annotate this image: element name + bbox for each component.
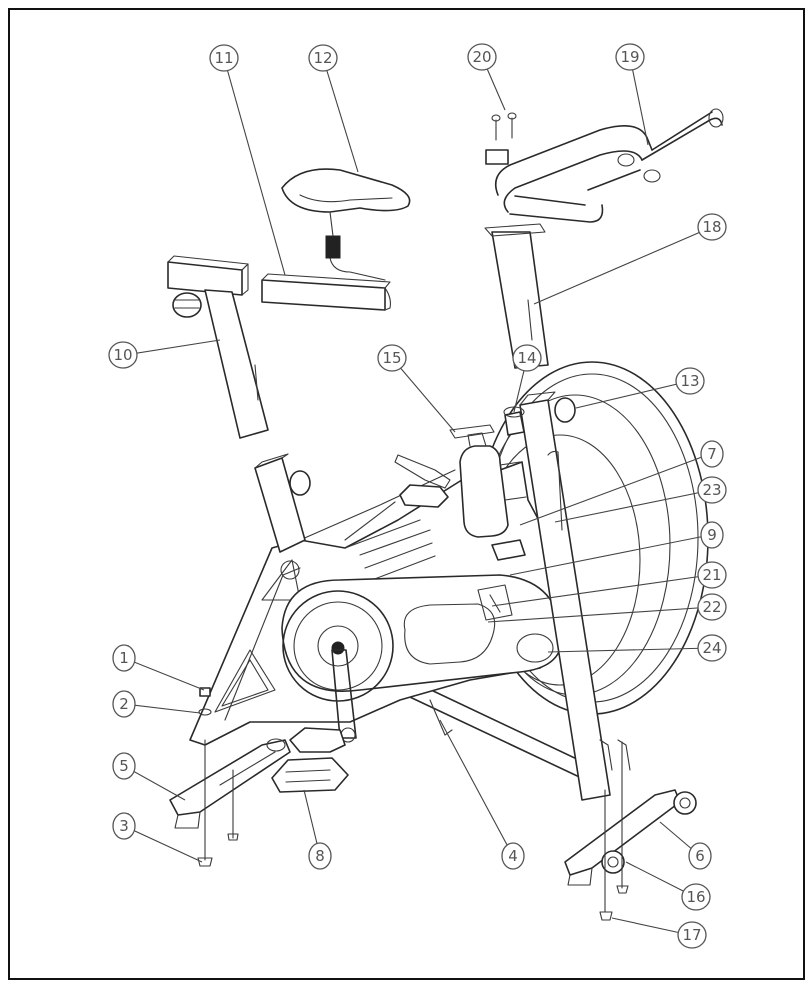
callout-6: 6 — [688, 842, 712, 870]
seat-post-housing — [254, 453, 311, 580]
callout-16: 16 — [681, 883, 711, 911]
callout-16-label: 16 — [686, 888, 705, 906]
leader-lines — [123, 56, 713, 936]
callout-5: 5 — [112, 752, 136, 780]
brake-assembly — [477, 450, 563, 621]
rear-stabilizer — [169, 687, 291, 867]
callout-9-label: 9 — [707, 526, 717, 544]
bike-frame-drawing — [169, 361, 709, 921]
front-upright — [503, 391, 611, 801]
crank-and-pedal — [271, 649, 357, 793]
callout-15-label: 15 — [382, 349, 401, 367]
callout-22: 22 — [697, 593, 727, 621]
callout-12-label: 12 — [313, 49, 332, 67]
callout-5-label: 5 — [119, 757, 129, 775]
left-pedal — [344, 454, 451, 541]
callout-10-label: 10 — [113, 346, 132, 364]
callout-8-label: 8 — [315, 847, 325, 865]
callout-4-label: 4 — [508, 847, 518, 865]
callout-21-label: 21 — [702, 566, 721, 584]
callout-13: 13 — [675, 367, 705, 395]
callout-14-label: 14 — [517, 349, 536, 367]
callout-1-label: 1 — [119, 649, 129, 667]
callout-1: 1 — [112, 644, 136, 672]
callout-17: 17 — [677, 921, 707, 949]
callout-6-label: 6 — [695, 847, 705, 865]
callout-15: 15 — [377, 344, 407, 372]
callout-24: 24 — [697, 634, 727, 662]
callout-18: 18 — [697, 213, 727, 241]
callout-20: 20 — [467, 43, 497, 71]
callout-4: 4 — [501, 842, 525, 870]
callout-23-label: 23 — [702, 481, 721, 499]
callout-22-label: 22 — [702, 598, 721, 616]
callout-3-label: 3 — [119, 817, 129, 835]
callout-17-label: 17 — [682, 926, 701, 944]
callout-7: 7 — [700, 440, 724, 468]
callout-11-label: 11 — [214, 49, 233, 67]
handlebar-stem-part — [484, 223, 549, 369]
callout-2: 2 — [112, 690, 136, 718]
callout-19-label: 19 — [620, 48, 639, 66]
front-stabilizer — [564, 739, 697, 921]
callout-9: 9 — [700, 521, 724, 549]
callout-7-label: 7 — [707, 445, 717, 463]
saddle-part — [281, 168, 411, 237]
water-bottle — [449, 424, 527, 538]
callout-20-label: 20 — [472, 48, 491, 66]
seat-slider-part — [261, 235, 391, 311]
callout-3: 3 — [112, 812, 136, 840]
handlebar-part — [485, 108, 724, 223]
callout-24-label: 24 — [702, 639, 721, 657]
callout-18-label: 18 — [702, 218, 721, 236]
chain-cover — [281, 574, 563, 702]
callout-2-label: 2 — [119, 695, 129, 713]
callout-14: 14 — [512, 344, 542, 372]
callout-19: 19 — [615, 43, 645, 71]
seat-post-part — [167, 255, 269, 439]
callout-13-label: 13 — [680, 372, 699, 390]
callout-23: 23 — [697, 476, 727, 504]
callout-8: 8 — [308, 842, 332, 870]
diagram-border — [8, 8, 805, 980]
callout-12: 12 — [308, 44, 338, 72]
callout-21: 21 — [697, 561, 727, 589]
callout-10: 10 — [108, 341, 138, 369]
callout-11: 11 — [209, 44, 239, 72]
